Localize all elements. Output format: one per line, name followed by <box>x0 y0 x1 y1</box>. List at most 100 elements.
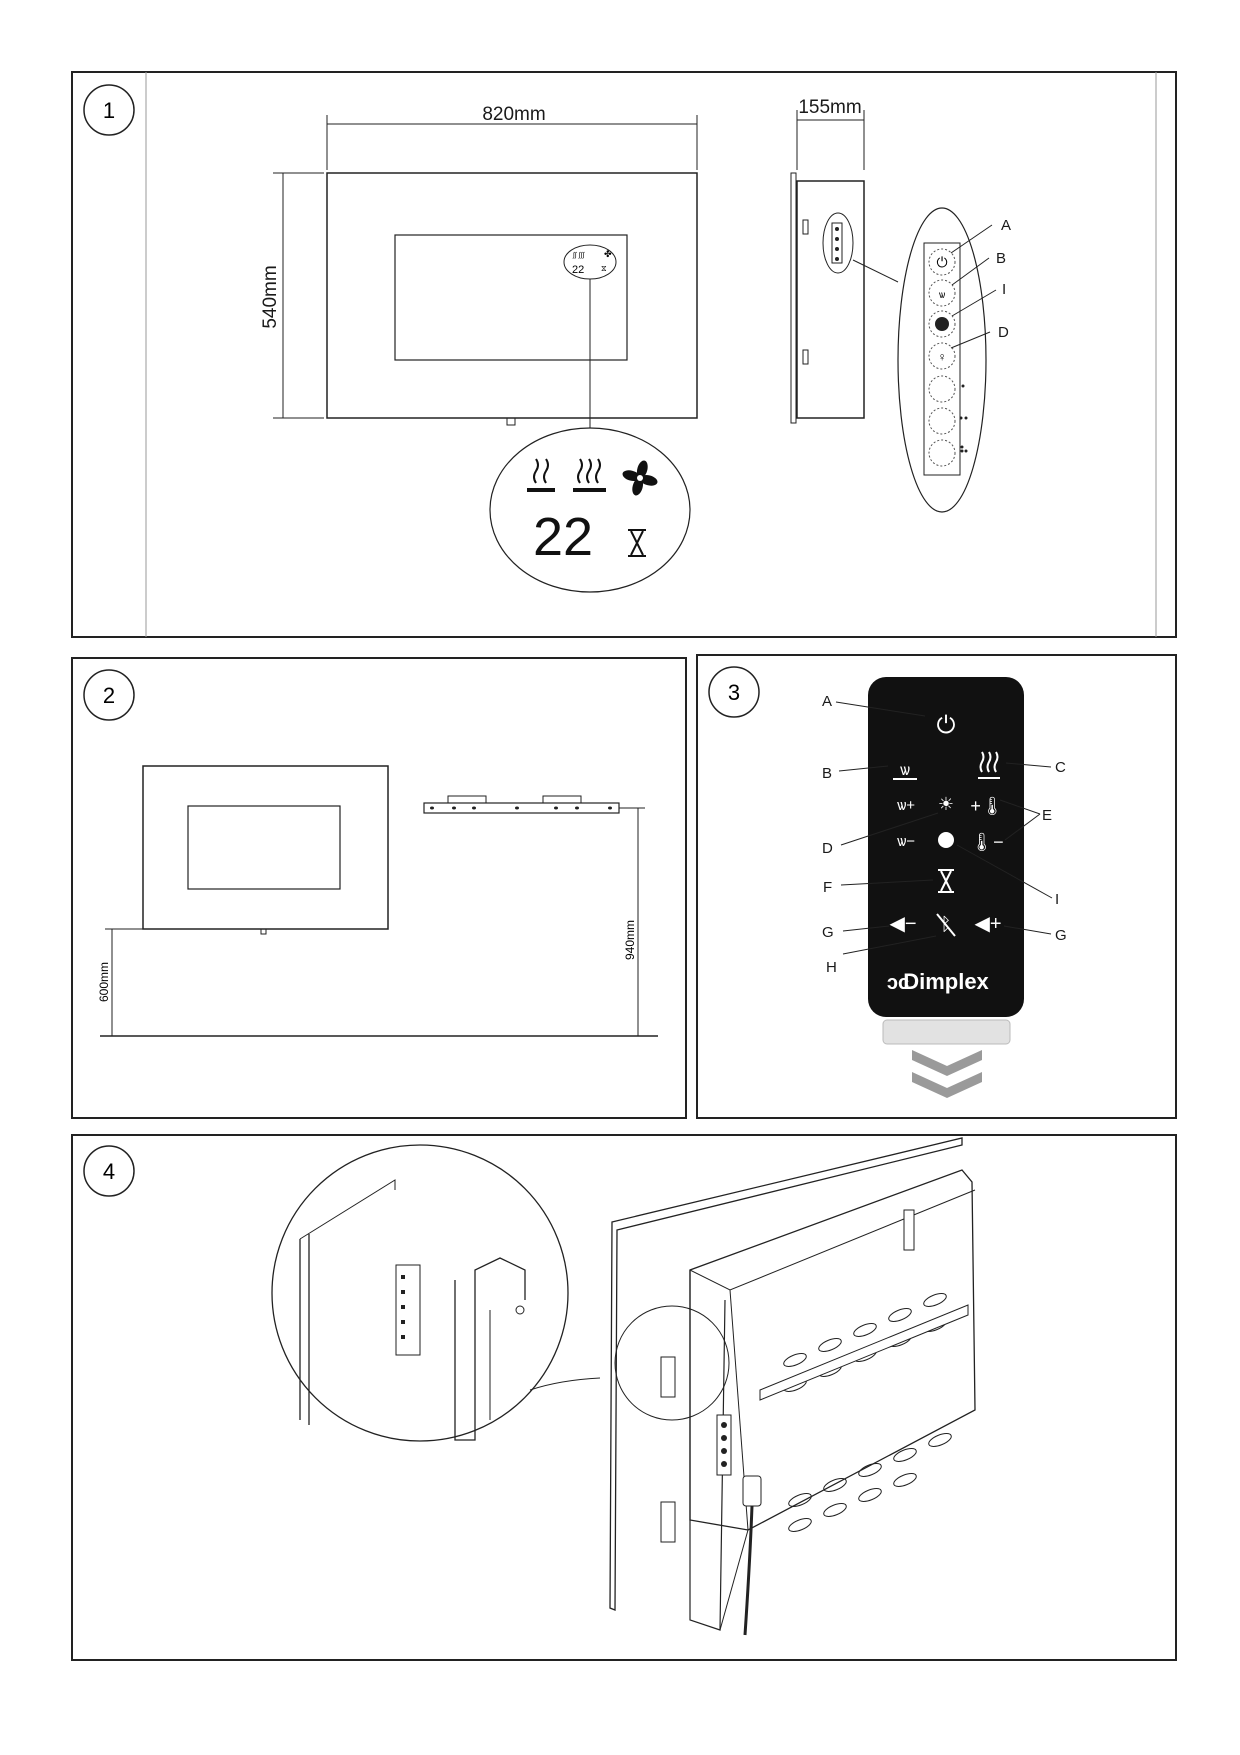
control-buttons <box>721 1422 727 1467</box>
bracket-hook-right <box>542 795 582 804</box>
detail-leader <box>529 1377 601 1391</box>
speed-dot-3a <box>960 445 964 449</box>
callout-G-left: G <box>822 924 834 941</box>
side-bracket-top <box>802 219 809 235</box>
glass-front <box>609 1137 963 1611</box>
callout-D: D <box>998 324 1009 341</box>
speed-dot-1 <box>961 384 965 388</box>
callout-E: E <box>1042 807 1052 824</box>
fire-screen <box>187 805 341 890</box>
panel-number-badge <box>83 1145 135 1197</box>
hourglass-icon <box>628 529 646 557</box>
panel-1: 1 ∫∫ ∫∫∫ ✤ 22 ⧖ 820mm 540mm <box>71 71 1177 638</box>
power-icon[interactable]: ⏻ <box>937 712 956 739</box>
detail-wall-bracket <box>395 1264 421 1356</box>
side-buttons <box>928 248 956 467</box>
callout-A: A <box>1001 217 1011 234</box>
callout-G-right: G <box>1055 927 1067 944</box>
power-plug <box>742 1475 762 1507</box>
volume-down-icon[interactable]: ◀− <box>889 913 916 935</box>
flame-icon[interactable]: ѡ <box>893 762 917 780</box>
bracket-hook-left <box>447 795 487 804</box>
vent-slots <box>783 1293 952 1532</box>
wall-brackets <box>660 1209 915 1543</box>
callout-I: I <box>1055 891 1059 908</box>
bulb-icon[interactable]: ☀ <box>938 794 954 814</box>
fan-icon <box>622 460 658 496</box>
bracket-holes <box>430 806 612 810</box>
heat-low-icon <box>527 458 555 492</box>
speed-dot-3c <box>960 449 964 453</box>
detail-bracket-holes <box>401 1275 405 1339</box>
callout-C: C <box>1055 759 1066 776</box>
floor-height-label: 600mm <box>97 962 111 1002</box>
bulb-icon: ♀ <box>938 350 947 364</box>
fire-front-outline <box>142 765 389 930</box>
panel-3-frame <box>696 654 1177 1119</box>
panel-1-frame <box>71 71 1177 638</box>
panel-4-frame <box>71 1134 1177 1661</box>
display-reading: 22 <box>533 507 593 567</box>
fire-screen <box>394 234 628 361</box>
detail-source-circle <box>614 1305 730 1421</box>
fire-front-outline <box>326 172 698 419</box>
callout-B: B <box>822 765 832 782</box>
panel-2-frame <box>71 657 687 1119</box>
panel-number: 3 <box>728 680 740 705</box>
remote-end-cap <box>882 1019 1011 1045</box>
panel-number: 1 <box>103 98 115 123</box>
chevron-down-icon <box>912 1050 982 1076</box>
detail-glass-top <box>299 1179 396 1240</box>
temp-down-icon[interactable]: 🌡− <box>970 832 1003 852</box>
mini-display-reading: 22 <box>572 264 584 276</box>
panel-number: 4 <box>103 1159 115 1184</box>
glass-edge <box>790 172 797 424</box>
hourglass-icon[interactable] <box>938 869 954 893</box>
panel-number-badge <box>83 669 135 721</box>
flame-down-icon[interactable]: ѡ− <box>897 833 915 850</box>
speed-dot-2b <box>964 416 968 420</box>
side-bracket-bottom <box>802 349 809 365</box>
bracket-height-label: 940mm <box>623 920 637 960</box>
temp-up-icon[interactable]: +🌡 <box>970 796 1003 816</box>
palette-icon[interactable] <box>938 832 954 848</box>
panel-number: 2 <box>103 683 115 708</box>
button-strip <box>923 242 961 476</box>
palette-icon <box>935 317 949 331</box>
fire-bottom-tab <box>260 928 267 935</box>
bluetooth-off-slash <box>936 913 956 937</box>
dimplex-logo-icon: ɔc <box>887 972 909 994</box>
side-dot-2 <box>835 237 839 241</box>
svg-text:ѡ: ѡ <box>900 762 910 779</box>
panel-4: 4 <box>71 1134 1177 1661</box>
button-strip-zoom <box>897 207 987 513</box>
panel-2: 2 600mm 940mm <box>71 657 687 1119</box>
width-label: 820mm <box>482 104 545 125</box>
callout-I: I <box>1002 281 1006 298</box>
control-strip <box>716 1414 732 1476</box>
chevron-down-icon <box>912 1072 982 1098</box>
side-dot-3 <box>835 247 839 251</box>
heat-icon[interactable] <box>978 751 1000 779</box>
mini-heat-icons: ∫∫ ∫∫∫ <box>572 252 586 259</box>
depth-label: 155mm <box>798 97 861 118</box>
detail-screw <box>515 1305 525 1315</box>
side-dot-1 <box>835 227 839 231</box>
panel-number-badge <box>83 84 135 136</box>
power-cable <box>743 1505 754 1636</box>
side-control-strip <box>831 222 843 264</box>
side-leader-line <box>852 259 899 283</box>
speed-dot-2a <box>959 416 963 420</box>
volume-up-icon[interactable]: ◀+ <box>974 913 1001 935</box>
panel-3: 3 ⏻ ѡ ѡ+ ☀ +🌡 ѡ− 🌡− ◀− ᛒ ◀+ <box>696 654 1177 1119</box>
flame-up-icon[interactable]: ѡ+ <box>897 797 915 814</box>
callout-A: A <box>822 693 832 710</box>
speed-dot-3b <box>964 449 968 453</box>
detail-glass-edge <box>299 1234 310 1425</box>
callout-D: D <box>822 840 833 857</box>
mounting-rail <box>759 1304 969 1401</box>
power-icon: ⏻ <box>936 254 947 270</box>
detail-fire-hook <box>454 1257 526 1441</box>
side-control-callout <box>822 212 854 274</box>
